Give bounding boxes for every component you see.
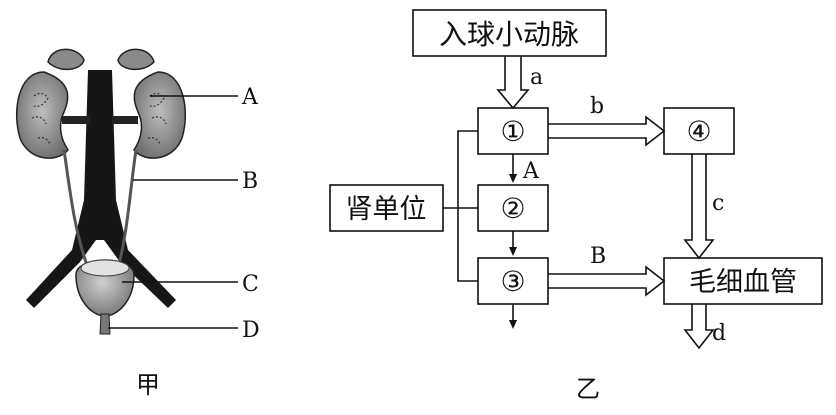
urethra xyxy=(99,313,111,335)
left-ureter xyxy=(62,149,90,269)
label-B: B xyxy=(242,169,258,194)
arrow-b xyxy=(548,115,666,147)
arrow-d-label: d xyxy=(712,321,726,346)
arrow-a-label: a xyxy=(530,65,543,90)
arrow-A-label: A xyxy=(522,159,540,184)
major-blood-vessels xyxy=(26,70,176,308)
box-4-label: ④ xyxy=(686,115,711,148)
label-A: A xyxy=(241,85,259,110)
nephron-label: 肾单位 xyxy=(346,194,427,225)
arrow-c-label: c xyxy=(712,191,724,216)
afferent-arteriole-label: 入球小动脉 xyxy=(439,18,579,51)
box-1-label: ① xyxy=(500,115,525,148)
label-D: D xyxy=(242,318,260,343)
urinary-system-illustration xyxy=(15,48,238,335)
arrow-b-label: b xyxy=(590,94,604,119)
caption-yi: 乙 xyxy=(576,375,600,403)
right-ureter xyxy=(116,149,138,269)
box-2-label: ② xyxy=(500,192,525,225)
box-afferent-arteriole xyxy=(412,9,607,57)
right-adrenal-gland xyxy=(117,48,155,71)
capillary-label: 毛细血管 xyxy=(689,267,797,298)
nephron-flow-diagram xyxy=(329,9,823,350)
arrow-c xyxy=(683,154,715,260)
arrow-reabsorption xyxy=(548,265,666,297)
arrow-B-label: B xyxy=(590,244,606,269)
box-3-label: ③ xyxy=(500,265,525,298)
arrow-d xyxy=(683,304,715,350)
nephron-bracket xyxy=(443,130,478,282)
left-kidney xyxy=(15,71,69,159)
arrow-a xyxy=(496,56,530,110)
right-kidney xyxy=(133,71,187,159)
caption-jia: 甲 xyxy=(136,371,160,399)
label-C: C xyxy=(242,272,259,297)
left-adrenal-gland xyxy=(47,48,85,71)
